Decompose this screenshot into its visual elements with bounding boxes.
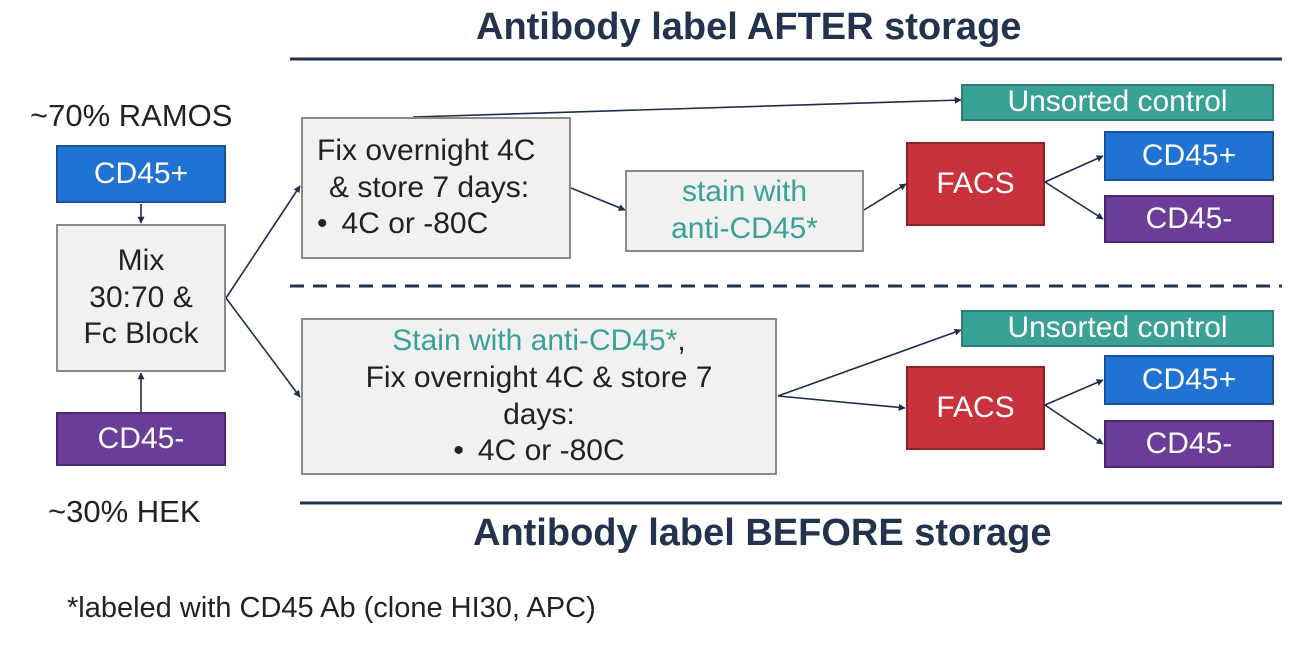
arrow-top-stain-to-facs xyxy=(863,183,907,211)
top-stain-line-2: anti-CD45* xyxy=(671,212,818,245)
top-output-cd45-positive: CD45+ xyxy=(1104,131,1274,181)
arrow-bottom-to-facs xyxy=(777,395,906,411)
bottom-fix-line-2: days: xyxy=(503,397,575,431)
bottom-fix-line-1: Fix overnight 4C & store 7 xyxy=(365,360,713,394)
cd45-positive-input-text: CD45+ xyxy=(93,156,189,190)
top-output-cd45-negative-text: CD45- xyxy=(1145,201,1233,235)
ramos-label: ~70% RAMOS xyxy=(30,98,233,133)
arrow-top-fix-to-unsorted xyxy=(412,96,962,118)
bottom-stain-fix-box: Stain with anti-CD45*, Fix overnight 4C … xyxy=(301,318,777,475)
hek-label: ~30% HEK xyxy=(48,494,201,529)
footnote: *labeled with CD45 Ab (clone HI30, APC) xyxy=(67,592,596,624)
bottom-stain-line: Stain with anti-CD45* xyxy=(392,323,678,357)
bottom-unsorted-control-text: Unsorted control xyxy=(1007,311,1228,345)
arrow-mix-to-bottom-stain xyxy=(225,297,301,398)
top-unsorted-control-box: Unsorted control xyxy=(961,84,1274,121)
top-unsorted-control-text: Unsorted control xyxy=(1007,85,1228,119)
bottom-unsorted-control-box: Unsorted control xyxy=(961,310,1274,347)
top-stain-line-1: stain with xyxy=(681,175,808,209)
bottom-output-cd45-positive: CD45+ xyxy=(1104,355,1274,405)
top-facs-text: FACS xyxy=(936,166,1015,200)
top-fix-line-1: Fix overnight 4C xyxy=(317,133,536,167)
mix-line-2: 30:70 & xyxy=(89,280,193,314)
arrow-top-facs-to-pos xyxy=(1044,155,1104,183)
cd45-positive-input-box: CD45+ xyxy=(56,145,226,203)
top-output-cd45-negative: CD45- xyxy=(1104,195,1274,243)
cd45-negative-input-text: CD45- xyxy=(97,421,185,455)
bottom-output-cd45-negative-text: CD45- xyxy=(1145,426,1233,460)
mix-fc-block-box: Mix 30:70 & Fc Block xyxy=(56,224,226,372)
mix-line-3: Fc Block xyxy=(83,317,199,351)
arrow-bottom-facs-to-pos xyxy=(1044,379,1104,406)
arrow-top-facs-to-neg xyxy=(1044,181,1104,220)
top-facs-box: FACS xyxy=(906,142,1045,226)
top-fix-bullet: 4C or -80C xyxy=(317,206,535,243)
mix-line-1: Mix xyxy=(117,243,165,277)
arrow-bottom-facs-to-neg xyxy=(1044,404,1104,445)
arrow-bottom-to-unsorted xyxy=(777,328,962,397)
top-stain-box: stain with anti-CD45* xyxy=(625,170,864,252)
top-fix-line-2: & store 7 days: xyxy=(329,170,530,204)
bottom-output-cd45-negative: CD45- xyxy=(1104,420,1274,468)
top-fix-store-box: Fix overnight 4C & store 7 days: 4C or -… xyxy=(301,117,571,259)
top-output-cd45-positive-text: CD45+ xyxy=(1141,138,1237,172)
bottom-output-cd45-positive-text: CD45+ xyxy=(1141,362,1237,396)
title-after-storage: Antibody label AFTER storage xyxy=(476,6,1022,48)
arrow-top-fix-to-stain xyxy=(570,187,626,211)
bottom-facs-text: FACS xyxy=(936,390,1015,424)
bottom-fix-bullet: 4C or -80C xyxy=(366,433,713,470)
title-before-storage: Antibody label BEFORE storage xyxy=(473,512,1052,554)
bottom-stain-comma: , xyxy=(677,323,686,357)
bottom-facs-box: FACS xyxy=(906,366,1045,450)
arrow-mix-to-top-fix xyxy=(225,185,301,299)
cd45-negative-input-box: CD45- xyxy=(56,412,226,466)
